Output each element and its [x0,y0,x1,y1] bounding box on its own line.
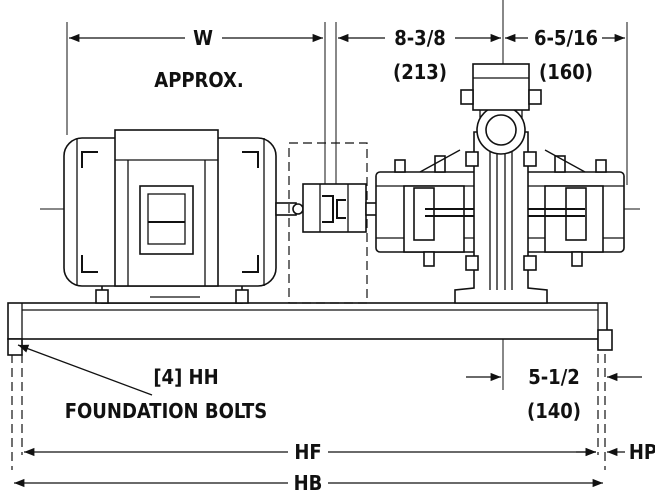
pump [375,63,625,304]
label-foundation-bolts: FOUNDATION BOLTS [65,399,268,423]
label-hb: HB [294,471,323,495]
label-w: W [193,26,213,50]
label-hf: HF [294,440,321,464]
label-160: (160) [539,60,593,84]
label-bolts-count: [4] HH [153,365,218,389]
label-140: (140) [527,399,581,423]
label-213: (213) [393,60,447,84]
base-plate [7,302,613,356]
coupling-guard [288,142,368,304]
extension-lines [11,0,628,470]
label-hp: HP [629,440,655,464]
motor [63,129,304,304]
label-6-5-16: 6-5/16 [534,26,598,50]
label-8-3-8: 8-3/8 [394,26,446,50]
label-approx: APPROX. [154,68,243,92]
label-5-1-2: 5-1/2 [528,365,580,389]
bolts-leader [17,344,153,396]
coupling [302,183,379,233]
